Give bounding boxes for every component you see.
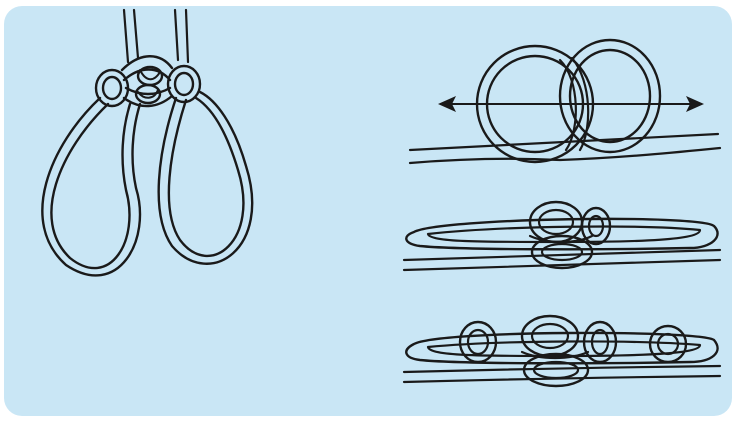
knot-illustration-panel (0, 0, 736, 423)
knot-illustration (0, 0, 736, 423)
